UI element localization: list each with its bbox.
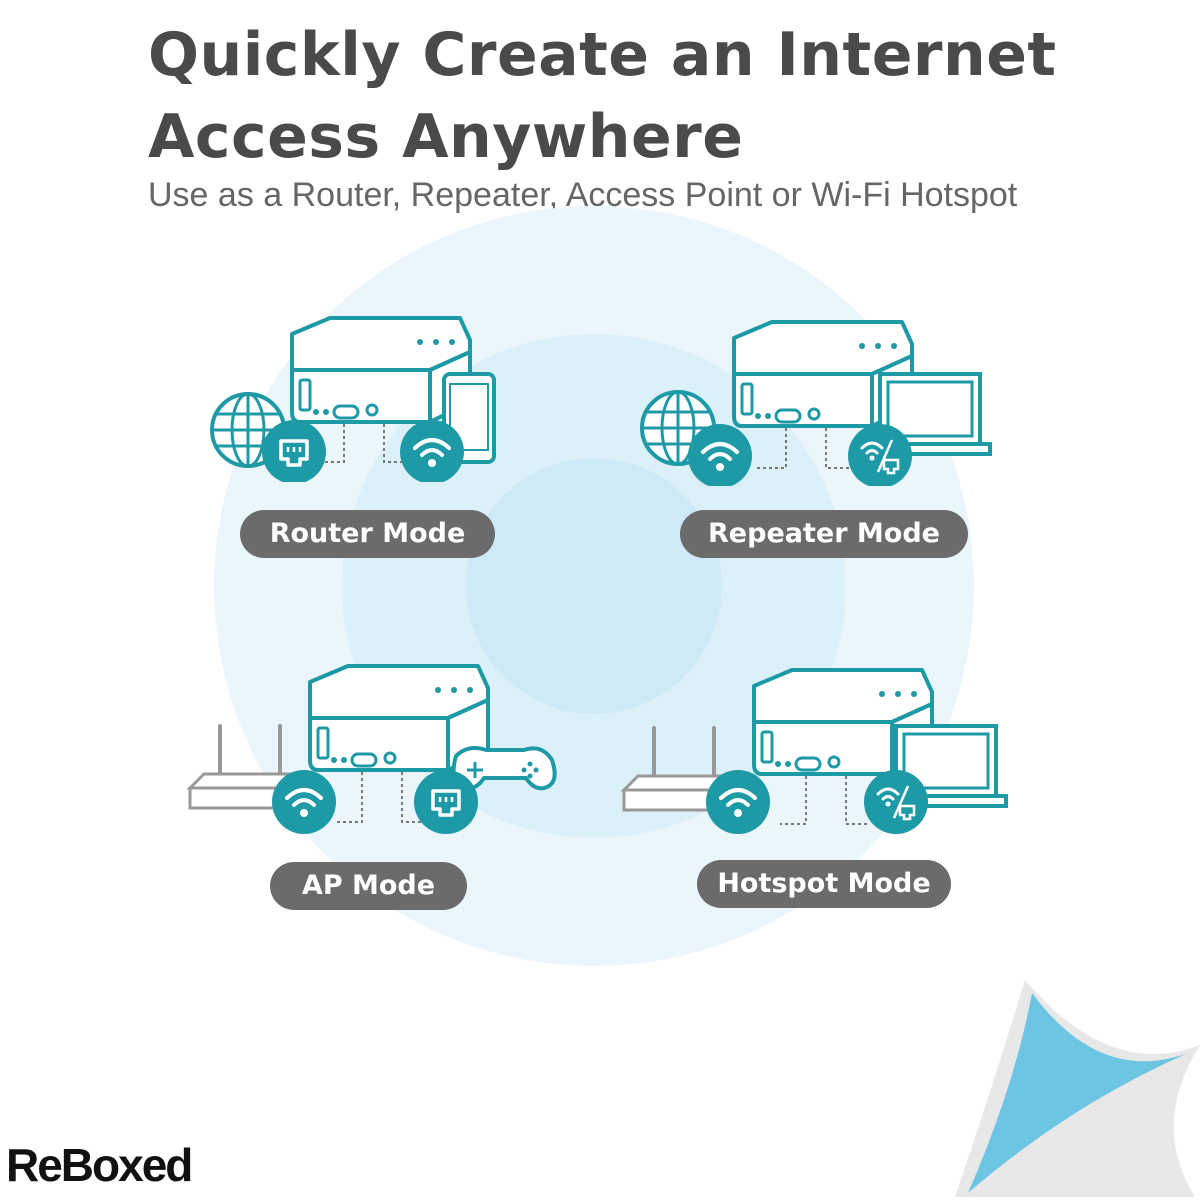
- wifi-icon: [686, 422, 754, 486]
- hotspot-mode-label: Hotspot Mode: [697, 860, 951, 908]
- wifi-ethernet-icon: [862, 768, 930, 836]
- wifi-icon: [270, 768, 338, 836]
- page-title: Quickly Create an Internet Access Anywhe…: [148, 20, 1057, 172]
- ethernet-port-icon: [412, 768, 480, 836]
- router-mode-label: Router Mode: [240, 510, 495, 558]
- ap-mode-label: AP Mode: [270, 862, 467, 910]
- page-curl-decoration: [955, 980, 1200, 1200]
- repeater-mode-illustration: [640, 320, 992, 486]
- wifi-icon: [704, 768, 772, 836]
- ethernet-port-icon: [260, 418, 328, 482]
- hotspot-mode-illustration: [622, 668, 1008, 836]
- router-mode-illustration: [210, 316, 496, 482]
- repeater-mode-label: Repeater Mode: [680, 510, 968, 558]
- ap-mode-illustration: [188, 664, 557, 836]
- reboxed-logo: ReBoxed: [6, 1139, 193, 1191]
- wifi-ethernet-icon: [846, 422, 914, 486]
- wifi-icon: [398, 418, 466, 482]
